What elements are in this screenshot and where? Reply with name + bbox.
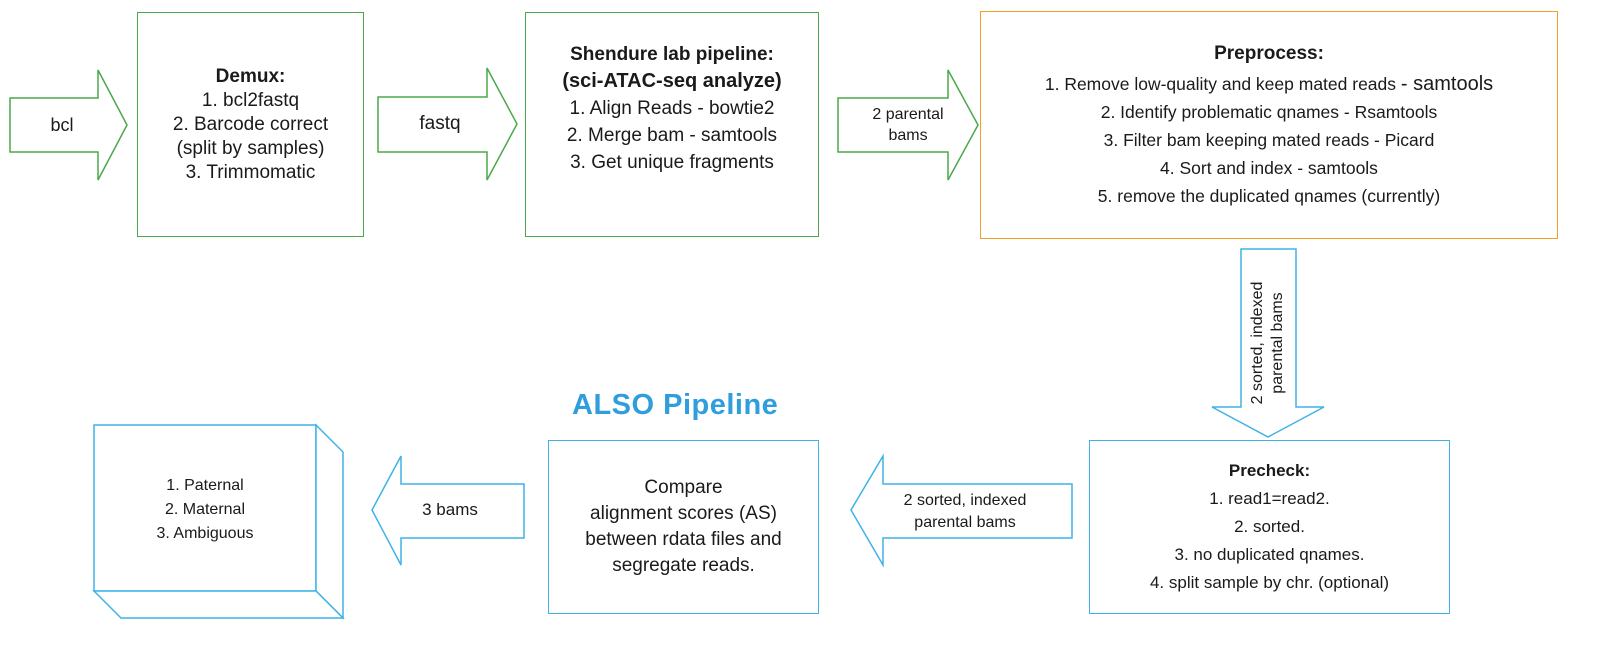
output-categories: 1. Paternal 2. Maternal 3. Ambiguous (94, 474, 316, 546)
precheck-step-3: 3. no duplicated qnames. (1174, 545, 1365, 564)
demux-box: Demux: 1. bcl2fastq 2. Barcode correct (… (137, 12, 364, 237)
three-bams-arrow-label: 3 bams (422, 500, 478, 519)
demux-step-2: 2. Barcode correct (172, 113, 329, 135)
preprocess-step-3: 3. Filter bam keeping mated reads - Pica… (1103, 130, 1435, 150)
precheck-step-2: 2. sorted. (1234, 517, 1305, 536)
preprocess-step-1-tool: - samtools (1400, 73, 1494, 95)
preprocess-step-1-main: 1. Remove low-quality and keep mated rea… (1044, 74, 1401, 94)
sorted-indexed-vertical-line-2: parental bams (1269, 292, 1286, 394)
shendure-pipeline-box: Shendure lab pipeline: (sci-ATAC-seq ana… (525, 12, 819, 237)
compare-line-4: segregate reads. (612, 555, 755, 576)
sorted-indexed-vertical-label: 2 sorted, indexed parental bams (1248, 243, 1288, 443)
precheck-heading: Precheck: (1228, 461, 1311, 480)
preprocess-heading: Preprocess: (1214, 43, 1324, 64)
bcl-arrow (9, 69, 128, 181)
output-ambiguous: 3. Ambiguous (156, 525, 254, 542)
three-bams-arrow (371, 455, 525, 566)
output-maternal: 2. Maternal (164, 501, 246, 518)
precheck-box: Precheck: 1. read1=read2. 2. sorted. 3. … (1089, 440, 1450, 614)
bcl-arrow-label: bcl (50, 115, 74, 135)
fastq-arrow (377, 67, 518, 181)
compare-line-1: Compare (644, 477, 723, 498)
preprocess-box: Preprocess: 1. Remove low-quality and ke… (980, 11, 1558, 239)
preprocess-step-1: 1. Remove low-quality and keep mated rea… (1045, 70, 1493, 98)
parental-bams-arrow-label: 2 parental bams (848, 104, 968, 146)
sorted-indexed-left-arrow (850, 453, 1073, 568)
output-cube (92, 423, 345, 620)
shendure-heading-1: Shendure lab pipeline: (570, 44, 774, 65)
parental-bams-label-line-1: 2 parental (872, 106, 944, 123)
demux-step-3: 3. Trimmomatic (185, 161, 316, 183)
precheck-step-1: 1. read1=read2. (1209, 489, 1330, 508)
preprocess-step-2: 2. Identify problematic qnames - Rsamtoo… (1100, 102, 1438, 122)
sorted-indexed-horizontal-line-2: parental bams (914, 514, 1016, 531)
fastq-arrow-label: fastq (419, 113, 461, 134)
compare-line-3: between rdata files and (585, 529, 782, 550)
precheck-step-4: 4. split sample by chr. (optional) (1149, 573, 1390, 592)
demux-step-1: 1. bcl2fastq (201, 89, 300, 111)
preprocess-step-4: 4. Sort and index - samtools (1160, 158, 1378, 178)
sorted-indexed-horizontal-label: 2 sorted, indexed parental bams (870, 490, 1060, 534)
output-paternal: 1. Paternal (166, 477, 244, 494)
shendure-step-2: 2. Merge bam - samtools (566, 125, 778, 146)
shendure-step-1: 1. Align Reads - bowtie2 (569, 98, 775, 119)
compare-box: Compare alignment scores (AS) between rd… (548, 440, 819, 614)
sorted-indexed-down-arrow (1211, 248, 1325, 438)
also-pipeline-title: ALSO Pipeline (572, 389, 779, 421)
parental-bams-arrow (837, 69, 979, 181)
sorted-indexed-vertical-line-1: 2 sorted, indexed (1249, 281, 1266, 405)
demux-step-2-note: (split by samples) (176, 137, 325, 159)
sorted-indexed-horizontal-line-1: 2 sorted, indexed (903, 492, 1027, 509)
preprocess-step-5: 5. remove the duplicated qnames (current… (1097, 186, 1441, 206)
demux-heading: Demux: (215, 65, 286, 87)
shendure-heading-2: (sci-ATAC-seq analyze) (562, 70, 782, 92)
compare-line-2: alignment scores (AS) (590, 503, 777, 524)
shendure-step-3: 3. Get unique fragments (570, 152, 774, 173)
parental-bams-label-line-2: bams (888, 127, 928, 144)
